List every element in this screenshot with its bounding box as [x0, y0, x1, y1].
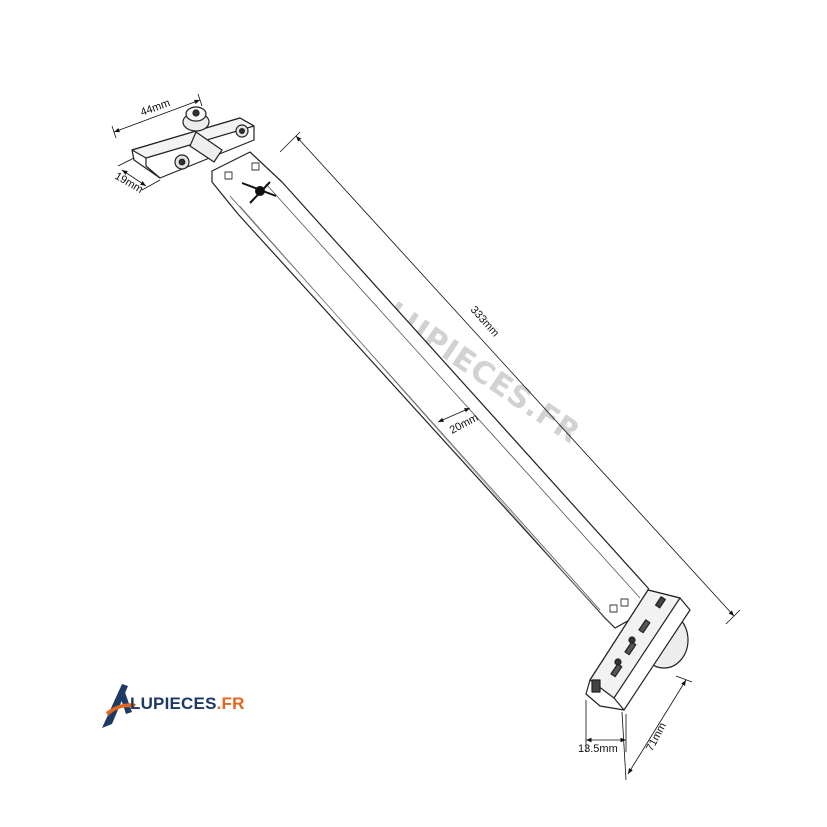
- bottom-slot: [624, 641, 637, 656]
- bottom-slot: [610, 663, 623, 678]
- dim-bottom-length: [621, 675, 693, 781]
- top-screw-center: [239, 128, 246, 135]
- dim-bottom-width: [585, 700, 627, 752]
- dim-arm-length: [279, 131, 741, 625]
- dim-arm-width: [437, 407, 471, 423]
- bottom-screw: [614, 658, 622, 666]
- bottom-bracket: [585, 589, 691, 711]
- no-symbol-icon: [241, 181, 277, 204]
- top-bracket-edge: [145, 158, 161, 179]
- dim-top-width: [111, 93, 203, 139]
- brand-logo: LUPIECES.FR: [98, 678, 258, 734]
- dim-label-arm-length: 333mm: [468, 304, 501, 339]
- arm-hole: [224, 171, 233, 180]
- logo-text: LUPIECES.FR: [130, 694, 245, 714]
- bottom-slot: [638, 619, 651, 634]
- dim-label-bottom-length: 71mm: [644, 721, 669, 754]
- arm-inner-line-2: [265, 183, 641, 599]
- top-pivot-link: [189, 131, 223, 163]
- bottom-latch: [591, 679, 601, 693]
- stay-arm: [211, 151, 656, 629]
- stylized-a-logo-icon: [102, 684, 136, 728]
- top-screw-center: [178, 158, 186, 166]
- dim-label-bottom-width: 13.5mm: [578, 743, 618, 755]
- logo-suffix-text: .FR: [216, 694, 245, 713]
- arm-outline: [211, 151, 656, 629]
- dim-label-top-width: 44mm: [139, 97, 172, 119]
- logo-main-text: LUPIECES: [130, 694, 217, 713]
- top-pivot-center: [192, 109, 200, 117]
- bottom-bracket-edge: [613, 697, 625, 711]
- dim-top-height: [117, 157, 161, 191]
- bottom-screw: [628, 636, 636, 644]
- arm-hole: [251, 162, 260, 171]
